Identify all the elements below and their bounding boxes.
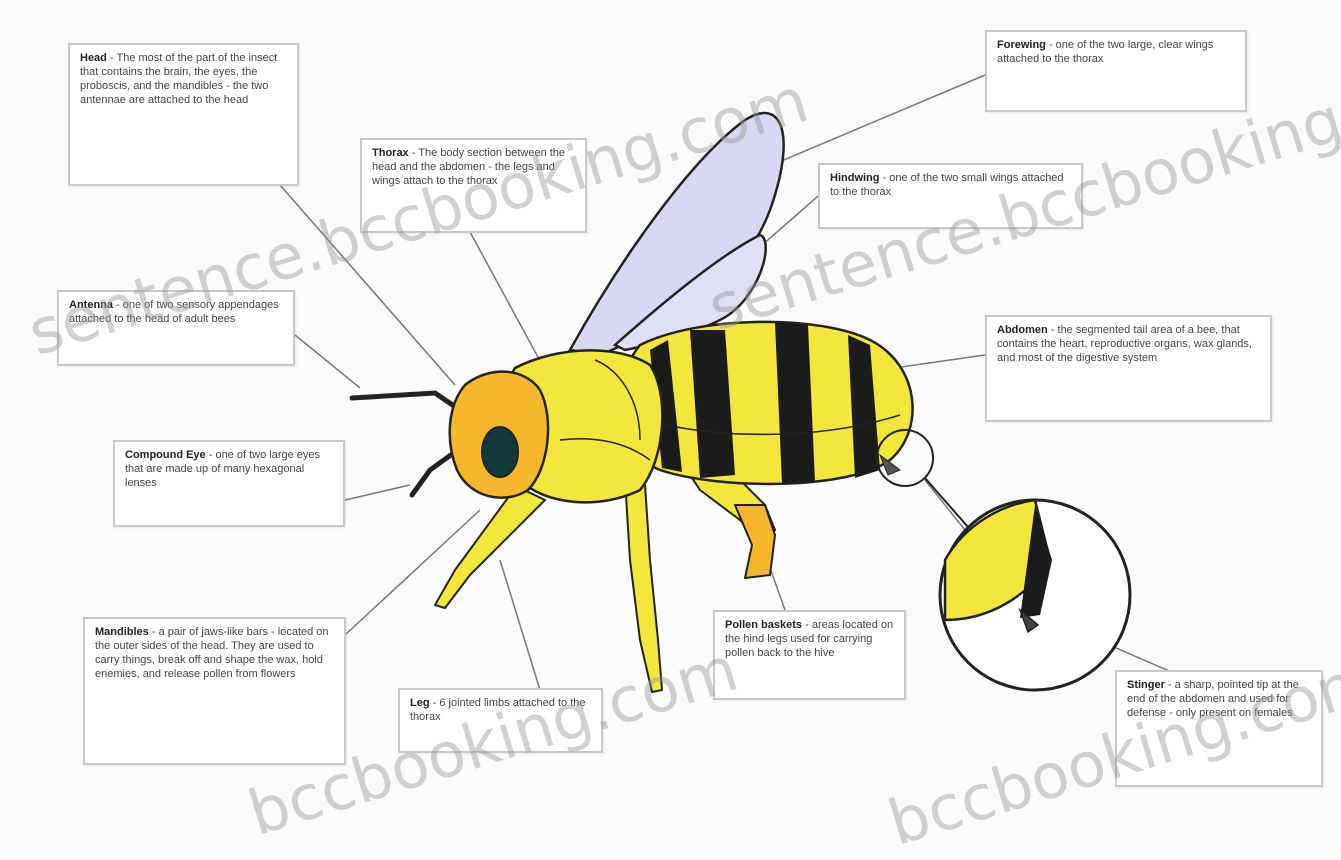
label-pollen-baskets: Pollen baskets - areas located on the hi… <box>713 610 906 700</box>
label-thorax-term: Thorax <box>372 147 409 159</box>
label-pollen-baskets-term: Pollen baskets <box>725 619 802 631</box>
label-leg-desc: - 6 jointed limbs attached to the thorax <box>410 697 586 723</box>
label-head-term: Head <box>80 52 107 64</box>
label-mandibles-term: Mandibles <box>95 626 149 638</box>
label-antenna: Antenna - one of two sensory appendages … <box>57 290 295 366</box>
label-head-desc: - The most of the part of the insect tha… <box>80 52 277 106</box>
label-forewing: Forewing - one of the two large, clear w… <box>985 30 1247 112</box>
label-hindwing: Hindwing - one of the two small wings at… <box>818 163 1083 229</box>
label-mandibles: Mandibles - a pair of jaws-like bars - l… <box>83 617 346 765</box>
label-hindwing-term: Hindwing <box>830 172 880 184</box>
label-abdomen: Abdomen - the segmented tail area of a b… <box>985 315 1272 422</box>
label-head: Head - The most of the part of the insec… <box>68 43 299 186</box>
compound-eye <box>482 427 518 477</box>
label-leg-term: Leg <box>410 697 430 709</box>
stinger-zoom <box>940 500 1130 690</box>
label-leg: Leg - 6 jointed limbs attached to the th… <box>398 688 603 753</box>
label-antenna-term: Antenna <box>69 299 113 311</box>
antennae <box>352 393 460 495</box>
label-compound-eye-term: Compound Eye <box>125 449 206 461</box>
bee-anatomy-diagram: Head - The most of the part of the insec… <box>0 0 1341 815</box>
label-forewing-term: Forewing <box>997 39 1046 51</box>
label-stinger-term: Stinger <box>1127 679 1165 691</box>
label-compound-eye: Compound Eye - one of two large eyes tha… <box>113 440 345 527</box>
label-thorax: Thorax - The body section between the he… <box>360 138 587 233</box>
label-stinger: Stinger - a sharp, pointed tip at the en… <box>1115 670 1323 787</box>
abdomen <box>623 322 913 484</box>
label-abdomen-term: Abdomen <box>997 324 1048 336</box>
